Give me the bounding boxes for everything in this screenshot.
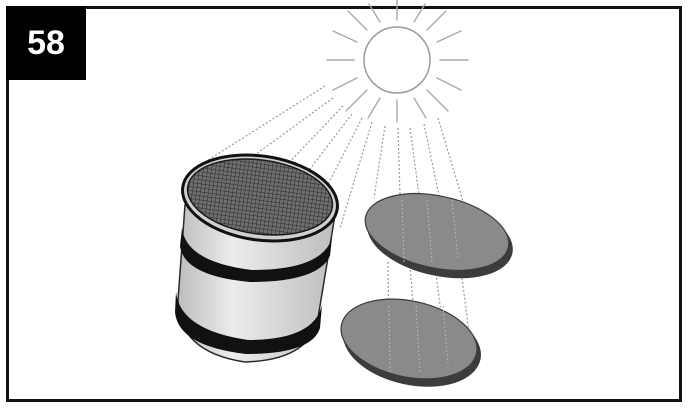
step-number: 58 bbox=[27, 23, 65, 62]
solar-cell-icon bbox=[175, 153, 339, 363]
wafer-disc-icon bbox=[340, 298, 481, 387]
step-number-badge: 58 bbox=[6, 6, 86, 80]
sun-icon bbox=[326, 0, 469, 123]
sun-rays-over-discs bbox=[388, 199, 459, 373]
wafer-disc-icon bbox=[364, 193, 513, 279]
